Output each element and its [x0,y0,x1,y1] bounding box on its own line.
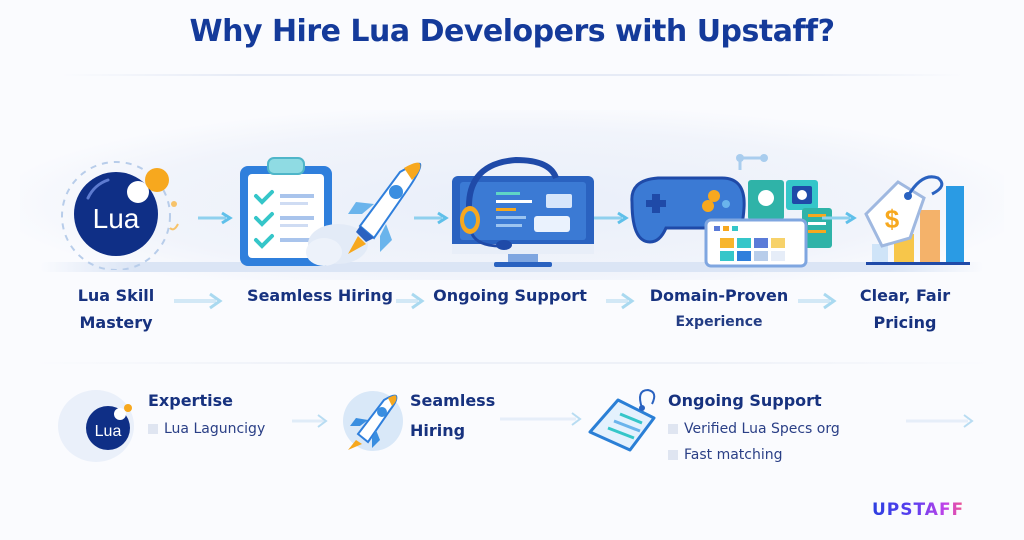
label-arrow-1 [174,290,224,316]
bullet-item: Lua Laguncigy [148,416,265,442]
svg-text:$: $ [885,204,900,234]
page-title: Why Hire Lua Developers with Upstaff? [189,14,835,49]
title-divider [60,74,964,76]
lua-logo-icon: Lua [58,158,198,271]
bottom-item-expertise: Expertise Lua Laguncigy [148,386,265,442]
lua-logo-icon: Lua [56,386,140,466]
bottom-item-ongoing-support: Ongoing Support Verified Lua Specs org F… [668,386,840,468]
label-arrow-2 [396,290,426,316]
svg-text:Lua: Lua [95,423,122,440]
label-arrow-3 [606,290,636,316]
bullet-item: Fast matching [668,442,840,468]
headset-monitor-icon [448,150,598,270]
flow-arrow-2 [414,210,450,229]
document-tag-icon [584,388,660,454]
rocket-icon [300,158,430,270]
step-label-seamless-hiring: Seamless Hiring [247,286,393,305]
flow-arrow-3 [594,210,630,229]
price-tag-chart-icon: $ [852,168,972,268]
flow-arrow-1 [198,210,234,229]
bottom-item-seamless-hiring: Seamless Hiring [410,391,496,440]
step-label-domain-proven-experience: Domain-Proven Experience [649,286,789,330]
flow-arrow-4 [822,210,858,229]
bottom-arrow-1 [292,412,332,434]
gamepad-dashboard-icon [622,150,834,270]
bullet-icon [668,424,678,434]
svg-text:Lua: Lua [93,203,140,234]
bullet-item: Verified Lua Specs org [668,416,840,442]
step-label-clear-fair-pricing: Clear, Fair Pricing [859,286,951,332]
bullet-icon [668,450,678,460]
label-arrow-4 [798,290,838,316]
bottom-arrow-3 [906,412,976,434]
step-label-lua-skill-mastery: Lua Skill Mastery [77,286,155,332]
bottom-arrow-2 [500,410,586,432]
step-label-ongoing-support: Ongoing Support [433,286,587,305]
rocket-icon [340,388,406,454]
section-divider [30,362,994,364]
upstaff-logo: UPSTAFF [872,500,965,520]
bullet-icon [148,424,158,434]
